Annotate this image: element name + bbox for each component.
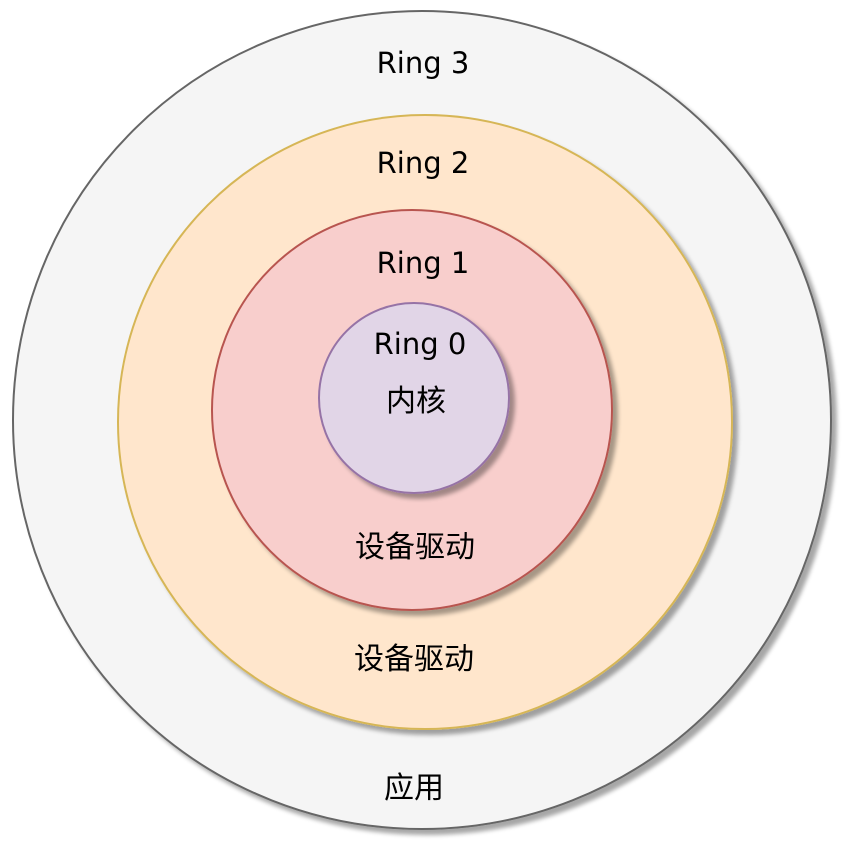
ring-3-label: Ring 3 [377,46,470,80]
ring-1-label: Ring 1 [377,246,470,280]
ring-3-sublabel: 应用 [384,771,444,806]
ring-0-sublabel: 内核 [386,384,446,419]
ring-0-group [318,302,510,494]
ring-2-sublabel: 设备驱动 [354,642,474,677]
ring-2-label: Ring 2 [377,146,470,180]
ring-1-sublabel: 设备驱动 [355,530,475,565]
ring-0-circle [318,302,510,494]
ring-0-label: Ring 0 [374,327,467,361]
